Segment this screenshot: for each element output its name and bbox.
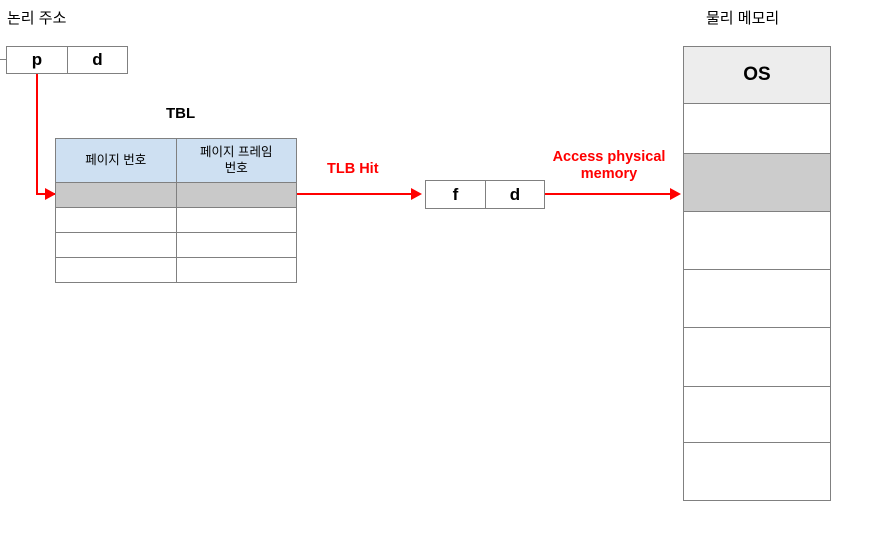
tbl-cell-page-4[interactable] <box>55 257 177 283</box>
physical-address-box: f d <box>425 180 545 209</box>
tbl-cell-frame-4[interactable] <box>175 257 297 283</box>
connector-physical-address-to-memory <box>545 193 675 195</box>
access-physical-memory-line2: memory <box>580 166 638 183</box>
arrowhead-into-physical-address <box>411 188 422 200</box>
access-physical-memory-label: Access physical memory <box>538 149 680 183</box>
memory-block-3-allocated <box>683 153 831 213</box>
connector-tbl-to-physical-address <box>297 193 417 195</box>
tbl-header-frame-number-line2: 번호 <box>224 160 248 175</box>
arrowhead-into-tbl <box>45 188 56 200</box>
table-row[interactable] <box>55 232 297 258</box>
tbl-cell-frame-1[interactable] <box>175 182 297 208</box>
physical-memory-column: OS <box>683 46 831 502</box>
tbl-header-frame-number-line1: 페이지 프레임 <box>200 144 273 159</box>
logical-address-inbound-line <box>0 59 8 61</box>
tbl-cell-frame-3[interactable] <box>175 232 297 258</box>
tlb-hit-label: TLB Hit <box>327 161 379 177</box>
tbl-header-frame-number: 페이지 프레임 번호 <box>175 138 297 183</box>
table-row[interactable] <box>55 182 297 208</box>
tbl-header-row: 페이지 번호 페이지 프레임 번호 <box>55 138 297 183</box>
access-physical-memory-line1: Access physical <box>552 149 666 165</box>
memory-block-2 <box>683 102 831 155</box>
memory-block-os: OS <box>683 46 831 104</box>
table-row[interactable] <box>55 207 297 233</box>
physical-address-offset-field: d <box>485 181 544 208</box>
tbl-header-page-number: 페이지 번호 <box>55 138 177 183</box>
tbl-cell-page-3[interactable] <box>55 232 177 258</box>
logical-address-offset-field: d <box>67 47 127 73</box>
physical-address-frame-field: f <box>452 184 459 204</box>
arrowhead-into-physical-memory <box>670 188 681 200</box>
tbl-table: 페이지 번호 페이지 프레임 번호 <box>55 138 297 283</box>
memory-block-7 <box>683 385 831 444</box>
tbl-title: TBL <box>166 105 196 122</box>
table-row[interactable] <box>55 257 297 283</box>
memory-block-6 <box>683 327 831 388</box>
connector-p-to-tbl-vertical <box>36 74 38 195</box>
memory-block-5 <box>683 269 831 329</box>
tbl-cell-frame-2[interactable] <box>175 207 297 233</box>
logical-address-title: 논리 주소 <box>7 10 67 27</box>
logical-address-page-field: p <box>31 50 43 69</box>
physical-memory-title: 물리 메모리 <box>706 10 780 27</box>
memory-block-8 <box>683 442 831 502</box>
memory-block-4 <box>683 210 831 271</box>
logical-address-box: p d <box>6 46 128 74</box>
tbl-cell-page-2[interactable] <box>55 207 177 233</box>
tbl-cell-page-1[interactable] <box>55 182 177 208</box>
